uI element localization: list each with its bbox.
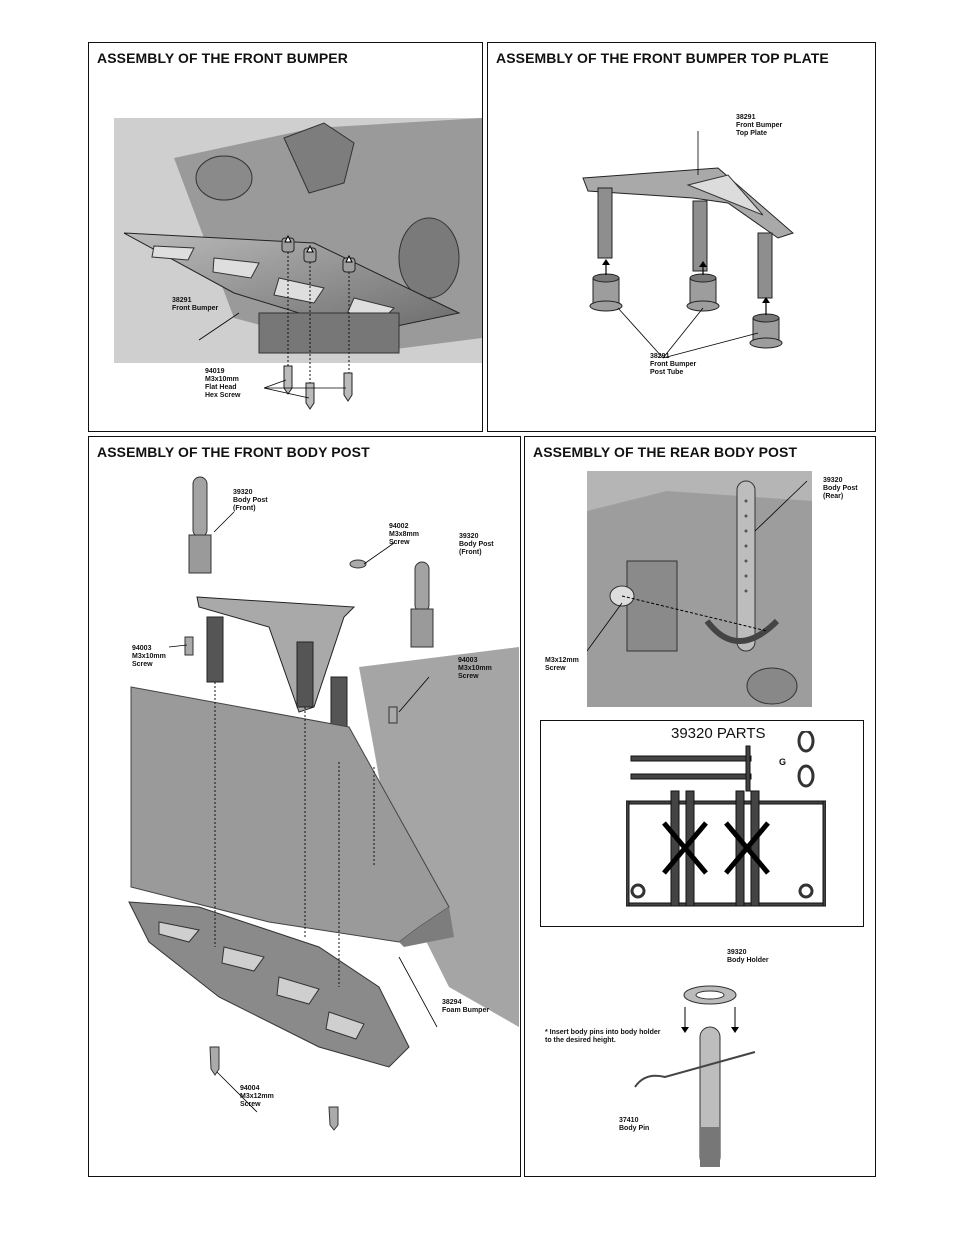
rear-body-post-illustration — [587, 471, 812, 707]
front-bumper-illustration — [114, 118, 482, 410]
body-holder-illustration — [634, 985, 756, 1167]
front-body-post-illustration — [128, 476, 519, 1131]
panel-title: ASSEMBLY OF THE REAR BODY POST — [533, 444, 798, 460]
parts-box-title: 39320 PARTS — [671, 725, 766, 742]
parts-box: 39320 PARTS G — [540, 720, 864, 927]
parts-sprue-illustration — [626, 731, 826, 907]
panel-title: ASSEMBLY OF THE FRONT BUMPER — [97, 50, 348, 66]
instruction-note: * Insert body pins into body holder to t… — [545, 1029, 661, 1044]
panel-front-bumper: ASSEMBLY OF THE FRONT BUMPER — [88, 42, 483, 432]
panel-top-plate: ASSEMBLY OF THE FRONT BUMPER TOP PLATE 3… — [487, 42, 876, 432]
top-plate-illustration — [582, 131, 794, 359]
panel-title: ASSEMBLY OF THE FRONT BODY POST — [97, 444, 370, 460]
sprue-letter-g: G — [779, 757, 787, 767]
panel-title: ASSEMBLY OF THE FRONT BUMPER TOP PLATE — [496, 50, 829, 66]
